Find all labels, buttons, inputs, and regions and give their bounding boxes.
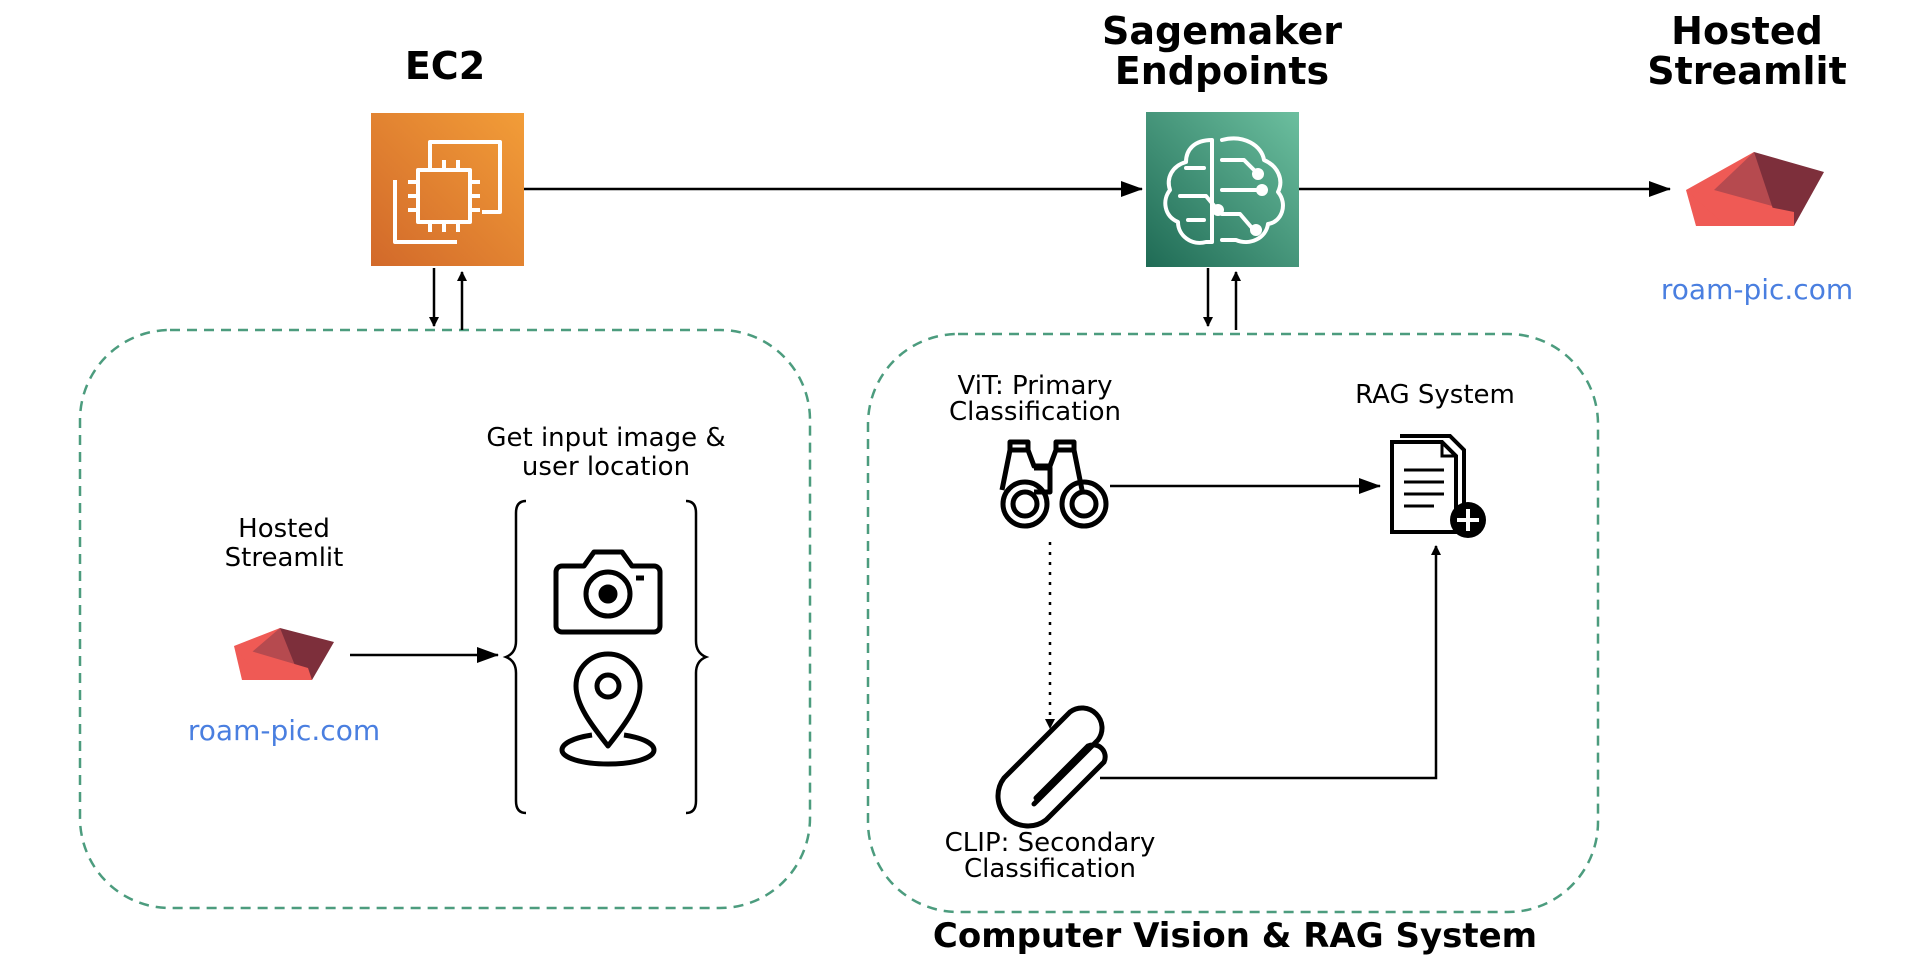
left-streamlit-label: Hosted Streamlit	[224, 514, 344, 573]
right-group-caption: Computer Vision & RAG System	[932, 916, 1538, 956]
ec2-title: EC2	[404, 44, 486, 88]
right-group-container	[866, 332, 1600, 914]
arrow-clip-to-rag	[1100, 545, 1441, 780]
rag-label: RAG System	[1355, 380, 1515, 410]
left-streamlit-url[interactable]: roam-pic.com	[187, 714, 381, 747]
streamlit-logo-icon	[1686, 152, 1824, 226]
paperclip-icon	[995, 705, 1108, 829]
hosted-streamlit-url[interactable]: roam-pic.com	[1660, 273, 1854, 306]
location-pin-icon	[559, 651, 657, 767]
cpu-chip-icon	[371, 113, 524, 266]
document-add-icon	[1390, 434, 1486, 538]
vit-label: ViT: Primary Classification	[948, 371, 1122, 427]
input-brace-group	[502, 499, 710, 815]
hosted-streamlit-title: Hosted Streamlit	[1647, 9, 1847, 93]
streamlit-logo-icon	[234, 628, 334, 680]
sagemaker-title: Sagemaker Endpoints	[1102, 9, 1342, 93]
binoculars-icon	[999, 439, 1109, 529]
camera-icon	[553, 549, 663, 635]
brain-circuit-icon	[1146, 112, 1299, 267]
left-group-container	[78, 328, 812, 910]
input-label: Get input image & user location	[486, 423, 726, 482]
connector-arrows	[350, 181, 1671, 780]
clip-label: CLIP: Secondary Classification	[944, 828, 1156, 884]
